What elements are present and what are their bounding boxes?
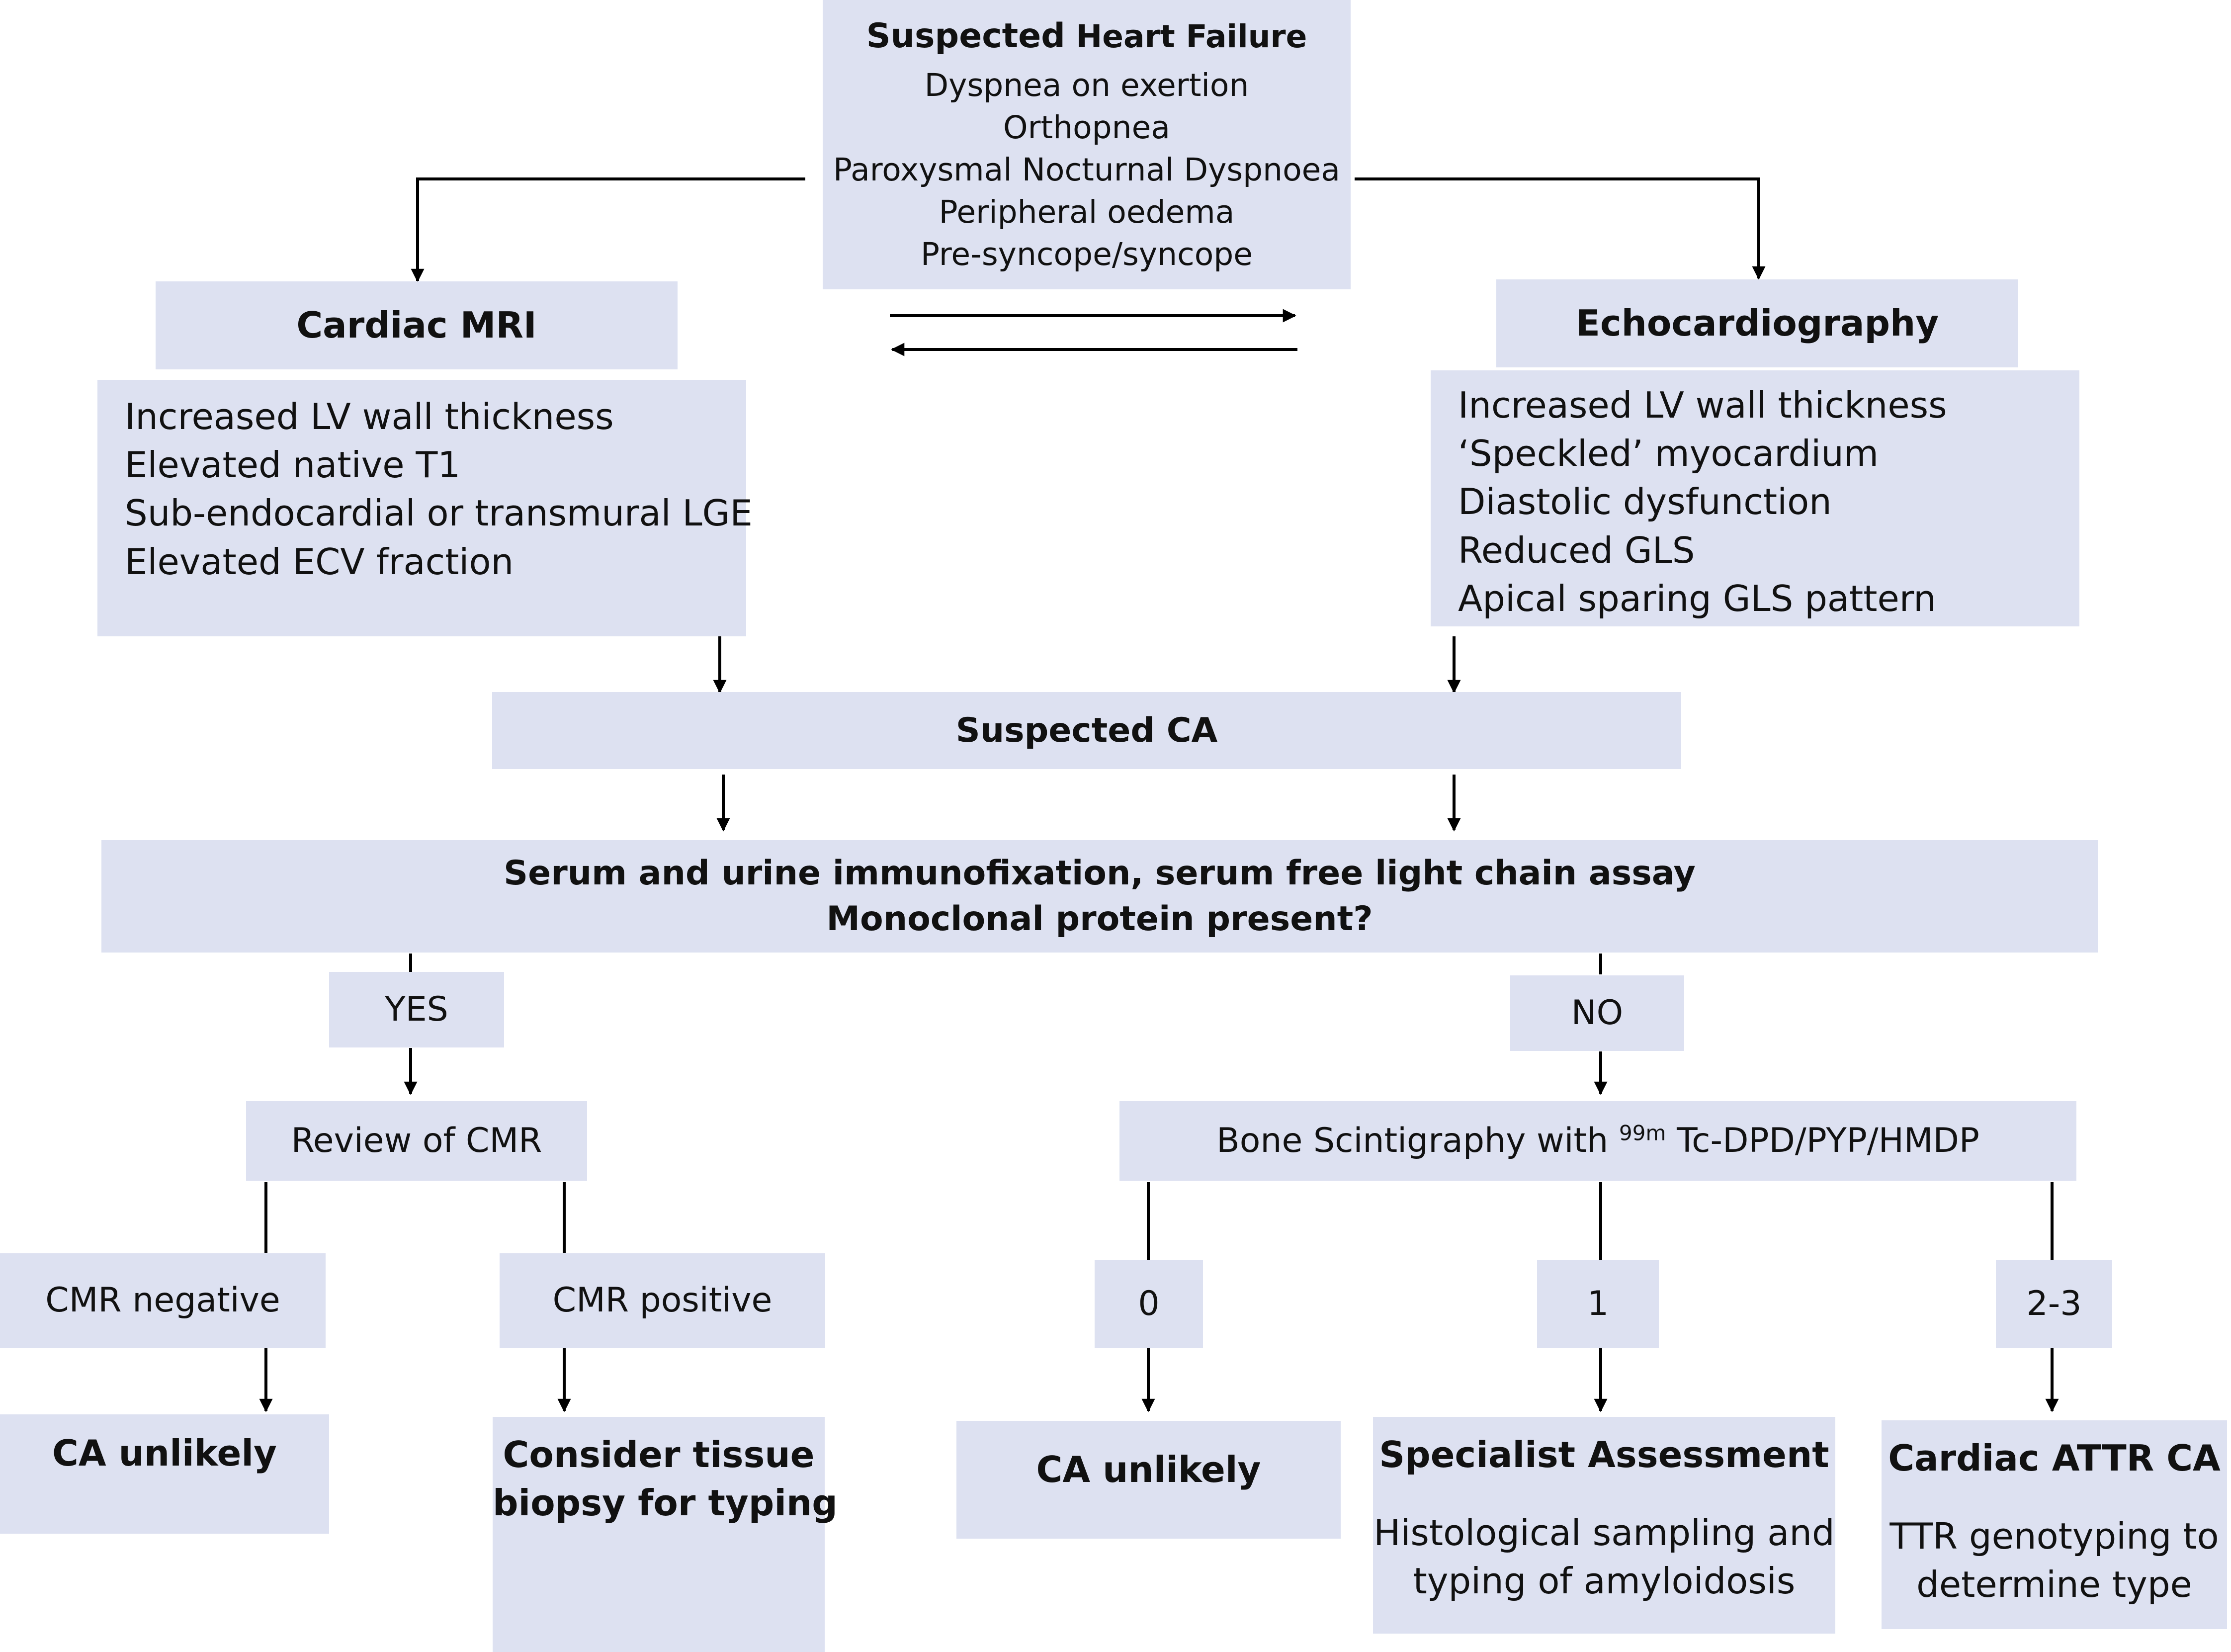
consider-biopsy-box: Consider tissue biopsy for typing bbox=[493, 1417, 838, 1652]
specialist-assessment-title: Specialist Assessment bbox=[1379, 1434, 1829, 1476]
symptom-item: Orthopnea bbox=[1003, 109, 1170, 146]
mri-finding: Increased LV wall thickness bbox=[125, 396, 614, 437]
mri-finding: Elevated ECV fraction bbox=[125, 540, 514, 583]
bone-prefix: Bone Scintigraphy with bbox=[1216, 1121, 1619, 1161]
yes-box: YES bbox=[329, 972, 504, 1047]
serum-immunofixation-box: Serum and urine immunofixation, serum fr… bbox=[101, 840, 2098, 953]
cmr-negative-label: CMR negative bbox=[45, 1281, 280, 1320]
echo-finding: Apical sparing GLS pattern bbox=[1458, 577, 1936, 619]
connector-top-to-echo bbox=[1355, 177, 1766, 280]
cardiac-mri-title: Cardiac MRI bbox=[296, 304, 537, 346]
no-box: NO bbox=[1510, 975, 1684, 1051]
yes-label: YES bbox=[385, 990, 448, 1030]
symptom-item: Dyspnea on exertion bbox=[924, 67, 1249, 104]
consider-biopsy-line: Consider tissue bbox=[503, 1434, 815, 1476]
cardiac-attr-ca-box: Cardiac ATTR CA TTR genotyping to determ… bbox=[1882, 1420, 2227, 1629]
symptom-item: Paroxysmal Nocturnal Dyspnoea bbox=[833, 152, 1341, 188]
review-cmr-label: Review of CMR bbox=[291, 1121, 542, 1161]
suspected-heart-failure-title: Suspected Heart Failure bbox=[866, 13, 1307, 59]
bone-scintigraphy-label: Bone Scintigraphy with 99m Tc-DPD/PYP/HM… bbox=[1216, 1118, 1979, 1164]
cmr-positive-box: CMR positive bbox=[500, 1253, 825, 1348]
suspected-ca-label: Suspected CA bbox=[955, 710, 1218, 750]
grade-2-3-box: 2-3 bbox=[1996, 1260, 2112, 1348]
specialist-assessment-box: Specialist Assessment Histological sampl… bbox=[1373, 1417, 1835, 1634]
specialist-detail-line: Histological sampling and bbox=[1373, 1512, 1835, 1554]
mri-finding: Sub-endocardial or transmural LGE bbox=[125, 492, 753, 534]
consider-biopsy-line: biopsy for typing bbox=[493, 1482, 838, 1524]
specialist-detail-line: typing of amyloidosis bbox=[1413, 1560, 1796, 1602]
no-label: NO bbox=[1571, 993, 1624, 1033]
cardiac-attr-ca-title: Cardiac ATTR CA bbox=[1888, 1437, 2221, 1479]
echo-finding: ‘Speckled’ myocardium bbox=[1458, 433, 1879, 475]
ca-unlikely-left-label: CA unlikely bbox=[52, 1432, 277, 1474]
ca-unlikely-right-label: CA unlikely bbox=[1036, 1448, 1261, 1490]
symptom-item: Pre-syncope/syncope bbox=[920, 236, 1253, 273]
bone-scintigraphy-box: Bone Scintigraphy with 99m Tc-DPD/PYP/HM… bbox=[1119, 1101, 2076, 1181]
echo-finding: Diastolic dysfunction bbox=[1458, 481, 1832, 523]
attr-detail-line: TTR genotyping to bbox=[1889, 1515, 2219, 1558]
echocardiography-title: Echocardiography bbox=[1575, 302, 1939, 344]
bone-suffix: Tc-DPD/PYP/HMDP bbox=[1666, 1121, 1979, 1161]
ca-unlikely-left-box: CA unlikely bbox=[0, 1414, 329, 1534]
grade-1-label: 1 bbox=[1587, 1284, 1609, 1324]
cardiac-mri-box: Cardiac MRI bbox=[156, 281, 678, 369]
cmr-positive-label: CMR positive bbox=[552, 1281, 772, 1320]
review-cmr-box: Review of CMR bbox=[246, 1101, 587, 1181]
echocardiography-box: Echocardiography bbox=[1496, 279, 2018, 367]
grade-0-label: 0 bbox=[1138, 1284, 1160, 1324]
cmr-negative-box: CMR negative bbox=[0, 1253, 326, 1348]
grade-2-3-label: 2-3 bbox=[2026, 1284, 2082, 1324]
attr-detail-line: determine type bbox=[1916, 1564, 2192, 1606]
ca-unlikely-right-box: CA unlikely bbox=[956, 1421, 1341, 1539]
echo-findings-box: Increased LV wall thickness ‘Speckled’ m… bbox=[1431, 370, 2079, 626]
echo-finding: Reduced GLS bbox=[1458, 529, 1695, 571]
title-bold-part: Suspected bbox=[866, 16, 1065, 56]
cardiac-mri-findings-box: Increased LV wall thickness Elevated nat… bbox=[97, 380, 753, 636]
echo-finding: Increased LV wall thickness bbox=[1458, 384, 1947, 426]
serum-test-line: Serum and urine immunofixation, serum fr… bbox=[504, 854, 1696, 893]
suspected-ca-box: Suspected CA bbox=[492, 692, 1681, 769]
title-rest-part: Heart Failure bbox=[1076, 18, 1307, 55]
connector-top-to-mri bbox=[411, 177, 805, 282]
symptom-item: Peripheral oedema bbox=[939, 194, 1235, 231]
suspected-heart-failure-box: Suspected Heart Failure Dyspnea on exert… bbox=[823, 0, 1351, 289]
monoclonal-question: Monoclonal protein present? bbox=[826, 899, 1373, 939]
grade-0-box: 0 bbox=[1095, 1260, 1203, 1348]
bone-isotope-superscript: 99m bbox=[1619, 1121, 1666, 1145]
mri-finding: Elevated native T1 bbox=[125, 444, 461, 486]
grade-1-box: 1 bbox=[1537, 1260, 1659, 1348]
